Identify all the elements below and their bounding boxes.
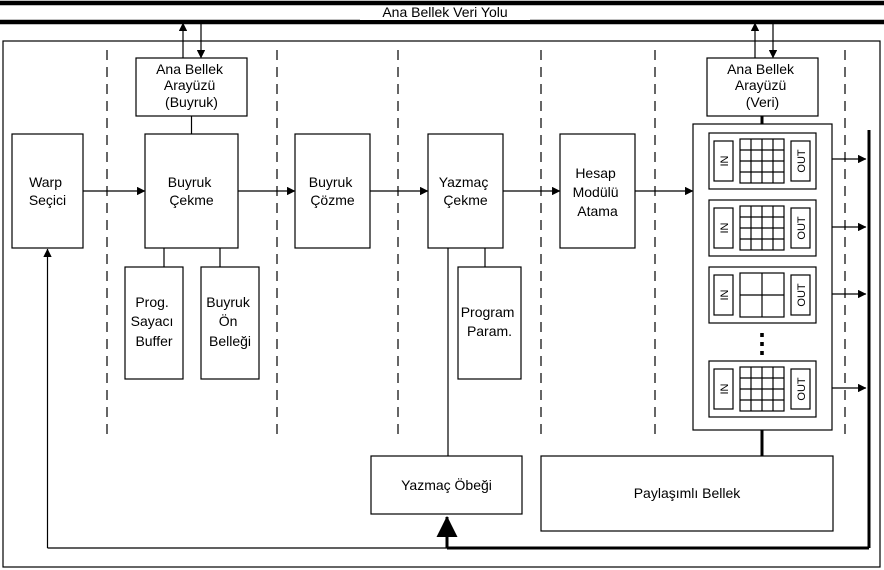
in-port bbox=[713, 368, 734, 410]
connections bbox=[43, 116, 871, 550]
out-port bbox=[790, 140, 811, 182]
compute-unit: IN OUT bbox=[708, 360, 817, 418]
pc-buffer-label: Prog. Sayacı Buffer bbox=[131, 294, 178, 349]
in-label: IN bbox=[719, 155, 731, 166]
bus-connections bbox=[178, 22, 778, 59]
out-label: OUT bbox=[796, 377, 808, 401]
out-port bbox=[790, 274, 811, 316]
reg-fetch-box bbox=[427, 133, 504, 249]
stage-separators bbox=[106, 50, 846, 440]
in-label: IN bbox=[719, 289, 731, 300]
in-label: IN bbox=[719, 383, 731, 394]
compute-unit: IN OUT bbox=[708, 199, 817, 257]
shared-memory-box bbox=[540, 455, 834, 532]
out-port bbox=[790, 368, 811, 410]
instr-prefetch-label: Buyruk Ön Belleği bbox=[206, 294, 253, 349]
reg-fetch-label: Yazmaç Çekme bbox=[439, 174, 492, 208]
instr-fetch-label: Buyruk Çekme bbox=[168, 174, 215, 208]
bus-label-bg bbox=[360, 6, 530, 20]
instr-prefetch-box bbox=[200, 266, 260, 380]
mem-interface-instr-box bbox=[135, 57, 248, 117]
warp-selector-box bbox=[11, 133, 84, 249]
register-file-box bbox=[370, 455, 523, 515]
instr-fetch-box bbox=[144, 133, 239, 249]
in-port bbox=[713, 274, 734, 316]
compute-units-ellipsis: ⋮ bbox=[749, 328, 775, 358]
mem-interface-data-label: Ana Bellek Arayüzü (Veri) bbox=[727, 61, 798, 110]
out-port bbox=[790, 207, 811, 249]
mem-interface-instr-label: Ana Bellek Arayüzü (Buyruk) bbox=[156, 61, 227, 110]
out-label: OUT bbox=[796, 216, 808, 240]
compute-unit: IN OUT bbox=[708, 266, 817, 324]
compute-assign-label: Hesap Modülü Atama bbox=[573, 165, 623, 219]
shared-memory-label: Paylaşımlı Bellek bbox=[634, 485, 742, 501]
mem-interface-data-box bbox=[706, 57, 819, 117]
compute-assign-box bbox=[559, 133, 636, 249]
program-params-label: Program Param. bbox=[461, 304, 519, 339]
register-file-label: Yazmaç Öbeği bbox=[401, 476, 492, 493]
in-label: IN bbox=[719, 222, 731, 233]
bus-label: Ana Bellek Veri Yolu bbox=[382, 4, 507, 20]
out-label: OUT bbox=[796, 283, 808, 307]
program-params-box bbox=[457, 266, 522, 380]
instr-decode-box bbox=[294, 133, 371, 249]
out-label: OUT bbox=[796, 149, 808, 173]
in-port bbox=[713, 207, 734, 249]
outer-frame bbox=[2, 40, 881, 568]
compute-units: IN OUT IN OUT IN OUT IN OUT bbox=[708, 132, 817, 418]
pc-buffer-box bbox=[124, 266, 184, 380]
instr-decode-label: Buyruk Çözme bbox=[309, 174, 356, 208]
in-port bbox=[713, 140, 734, 182]
warp-selector-label: Warp Seçici bbox=[29, 174, 66, 208]
compute-unit: IN OUT bbox=[708, 132, 817, 190]
